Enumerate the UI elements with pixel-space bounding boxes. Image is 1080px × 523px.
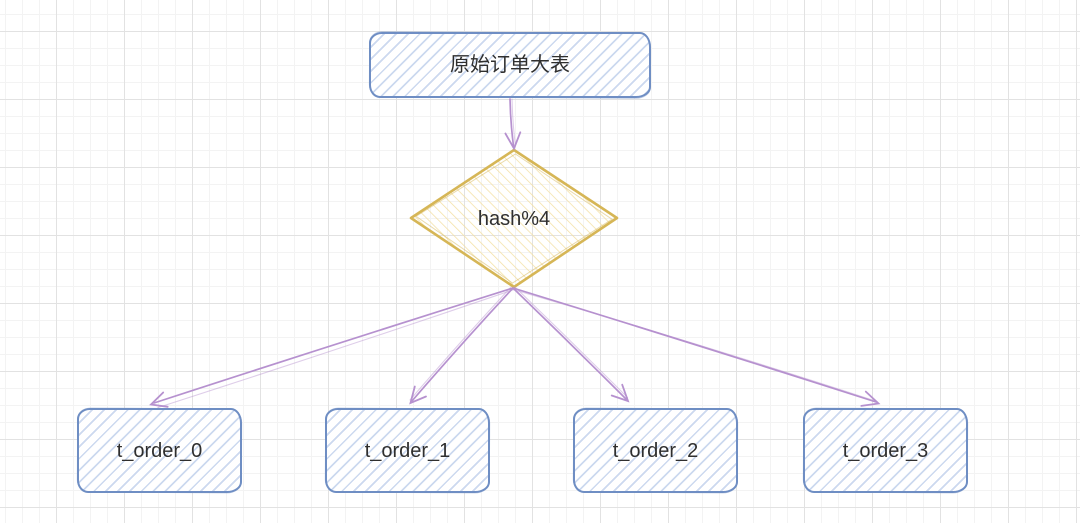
edge-hash-to-t-order-1[interactable] xyxy=(409,286,514,405)
node-t-order-3-label: t_order_3 xyxy=(842,439,929,462)
node-source-label: 原始订单大表 xyxy=(450,54,570,76)
node-t-order-0-label: t_order_0 xyxy=(116,439,203,462)
node-t-order-1[interactable]: t_order_1 xyxy=(325,408,490,493)
edge-hash-to-t-order-2[interactable] xyxy=(512,285,630,403)
node-t-order-2-label: t_order_2 xyxy=(612,439,699,462)
node-t-order-3[interactable]: t_order_3 xyxy=(803,408,968,493)
node-hash-decision[interactable]: hash%4 xyxy=(411,150,617,287)
node-hash-label: hash%4 xyxy=(477,207,551,230)
node-source-table[interactable]: 原始订单大表 xyxy=(369,32,651,98)
edge-source-to-hash[interactable] xyxy=(504,98,522,151)
edge-hash-to-t-order-3[interactable] xyxy=(512,287,881,407)
node-t-order-1-label: t_order_1 xyxy=(364,439,451,462)
edge-hash-to-t-order-0[interactable] xyxy=(149,287,515,409)
node-t-order-0[interactable]: t_order_0 xyxy=(77,408,242,493)
node-t-order-2[interactable]: t_order_2 xyxy=(573,408,738,493)
